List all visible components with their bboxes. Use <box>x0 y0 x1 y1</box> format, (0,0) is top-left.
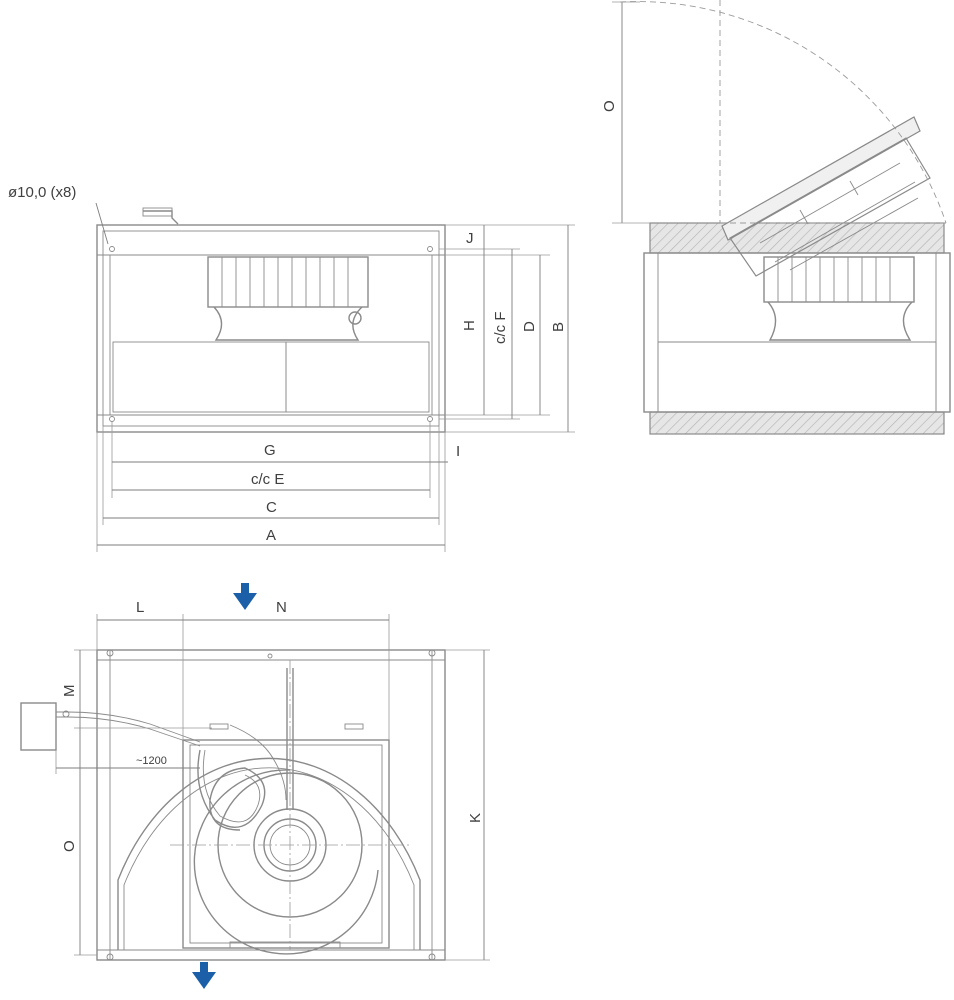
top-view: L N M O ~1200 K <box>20 583 490 989</box>
insulation-top <box>649 222 945 254</box>
hole-note: ø10,0 (x8) <box>8 184 76 201</box>
dim-D: D <box>521 321 538 332</box>
dim-F: c/c F <box>492 312 509 345</box>
dim-E: c/c E <box>251 471 284 488</box>
dim-A: A <box>266 527 276 544</box>
insulation-bottom <box>649 411 945 435</box>
control-box <box>20 702 57 751</box>
dim-G: G <box>264 442 276 459</box>
dim-I: I <box>456 443 460 460</box>
front-view: ø10,0 (x8) J H c/c F D B G I c/c E C A <box>8 184 575 552</box>
dim-M: M <box>61 685 78 698</box>
power-cable <box>56 711 201 743</box>
opened-lid <box>721 116 931 277</box>
cable-loop <box>197 749 266 831</box>
lid-swing-arc <box>619 1 947 224</box>
dim-H: H <box>461 320 478 331</box>
dim-O-top: O <box>61 840 78 852</box>
airflow-down-arrow-icon <box>192 962 216 989</box>
cable-gland <box>143 210 179 225</box>
dim-J: J <box>466 230 474 247</box>
impeller-side <box>763 256 915 341</box>
front-casing <box>96 224 446 433</box>
dim-L: L <box>136 599 144 616</box>
front-casing-inner <box>102 230 440 427</box>
lid-arc <box>117 757 421 950</box>
dim-K: K <box>467 813 484 823</box>
dim-N: N <box>276 599 287 616</box>
dim-C: C <box>266 499 277 516</box>
airflow-down-arrow-icon <box>233 583 257 610</box>
dim-B: B <box>550 322 567 332</box>
side-view: O <box>601 0 951 435</box>
dim-O-side: O <box>601 100 618 112</box>
cable-length-note: ~1200 <box>136 755 167 767</box>
impeller-front <box>207 256 369 341</box>
